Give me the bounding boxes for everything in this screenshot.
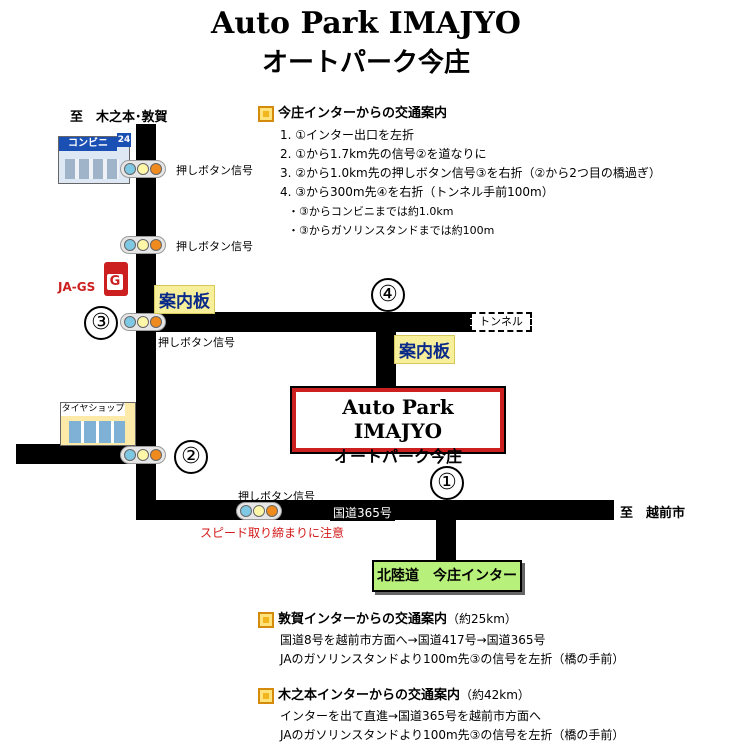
guide-tsuruga-distance: （約25km） bbox=[447, 612, 517, 626]
road-west-spur bbox=[16, 444, 146, 464]
traffic-signal-1 bbox=[120, 160, 166, 178]
bullet-icon bbox=[258, 105, 274, 122]
page-subtitle: オートパーク今庄 bbox=[261, 48, 470, 78]
traffic-signal-3 bbox=[120, 313, 166, 331]
tire-shop-icon: タイヤショップ bbox=[60, 402, 136, 446]
tunnel-label: トンネル bbox=[470, 312, 532, 332]
push-button-signal-label-2: 押しボタン信号 bbox=[176, 240, 253, 253]
road-tunnel-branch bbox=[146, 312, 476, 332]
destination-name-en: Auto Park IMAJYO bbox=[342, 395, 454, 443]
guide-imajyo-note-2: ・③からガソリンスタンドまでは約100m bbox=[288, 223, 495, 237]
road-to-interchange bbox=[436, 510, 456, 562]
traffic-signal-5 bbox=[236, 502, 282, 520]
ja-gs-label: JA-GS bbox=[58, 280, 96, 294]
destination-box: Auto Park IMAJYO オートパーク今庄 bbox=[292, 388, 504, 466]
route-365-label: 国道365号 bbox=[330, 504, 395, 521]
guide-kinomoto: 木之本インターからの交通案内（約42km） インターを出て直進→国道365号を越… bbox=[258, 684, 624, 745]
marker-1: ① bbox=[430, 466, 464, 500]
guide-sign-1: 案内板 bbox=[154, 285, 215, 314]
conbini-sign: コンビニ bbox=[59, 137, 117, 151]
guide-imajyo-heading-row: 今庄インターからの交通案内 bbox=[258, 102, 661, 122]
marker-4: ④ bbox=[371, 278, 405, 312]
page-title: Auto Park IMAJYO bbox=[211, 6, 521, 41]
guide-kinomoto-line-1: インターを出て直進→国道365号を越前市方面へ bbox=[280, 708, 541, 723]
guide-kinomoto-line-2: JAのガソリンスタンドより100m先③の信号を左折（橋の手前） bbox=[280, 727, 625, 742]
guide-sign-2: 案内板 bbox=[394, 335, 455, 364]
guide-kinomoto-heading: 木之本インターからの交通案内 bbox=[278, 688, 461, 703]
traffic-signal-2 bbox=[120, 236, 166, 254]
conbini-windows bbox=[65, 159, 119, 179]
guide-imajyo-step-1: 1. ①インター出口を左折 bbox=[280, 127, 415, 142]
guide-tsuruga: 敦賀インターからの交通案内（約25km） 国道8号を越前市方面へ→国道417号→… bbox=[258, 608, 624, 669]
gas-station-letter: G bbox=[107, 274, 123, 290]
road-to-destination bbox=[376, 322, 396, 392]
push-button-signal-label-3: 押しボタン信号 bbox=[158, 336, 235, 349]
guide-imajyo: 今庄インターからの交通案内 1. ①インター出口を左折 2. ①から1.7km先… bbox=[258, 102, 661, 240]
direction-east-label: 至 越前市 bbox=[620, 506, 686, 521]
bullet-icon bbox=[258, 611, 274, 628]
guide-tsuruga-heading: 敦賀インターからの交通案内 bbox=[278, 612, 448, 627]
guide-imajyo-step-4: 4. ③から300m先④を右折（トンネル手前100m） bbox=[280, 184, 554, 199]
destination-name-ja: オートパーク今庄 bbox=[333, 447, 462, 466]
traffic-signal-4 bbox=[120, 446, 166, 464]
tire-shop-sign: タイヤショップ bbox=[61, 403, 125, 416]
guide-imajyo-step-2: 2. ①から1.7km先の信号②を道なりに bbox=[280, 146, 487, 161]
guide-tsuruga-heading-row: 敦賀インターからの交通案内（約25km） bbox=[258, 608, 624, 628]
tire-shop-windows bbox=[69, 421, 125, 443]
guide-imajyo-note-1: ・③からコンビニまでは約1.0km bbox=[288, 204, 454, 218]
guide-imajyo-step-3: 3. ②から1.0km先の押しボタン信号③を右折（②から2つ目の橋過ぎ） bbox=[280, 165, 661, 180]
guide-kinomoto-heading-row: 木之本インターからの交通案内（約42km） bbox=[258, 684, 624, 704]
speed-warning: スピード取り締まりに注意 bbox=[200, 526, 345, 540]
guide-tsuruga-line-1: 国道8号を越前市方面へ→国道417号→国道365号 bbox=[280, 632, 546, 647]
convenience-store-icon: コンビニ 24 bbox=[58, 133, 131, 184]
interchange-sign: 北陸道 今庄インター bbox=[372, 560, 522, 592]
marker-2: ② bbox=[174, 440, 208, 474]
guide-kinomoto-distance: （約42km） bbox=[460, 688, 530, 702]
direction-north-label: 至 木之本･敦賀 bbox=[70, 110, 168, 125]
guide-tsuruga-line-2: JAのガソリンスタンドより100m先③の信号を左折（橋の手前） bbox=[280, 651, 625, 666]
bullet-icon bbox=[258, 687, 274, 704]
guide-imajyo-heading: 今庄インターからの交通案内 bbox=[278, 106, 448, 121]
gas-station-icon: G bbox=[104, 262, 128, 296]
push-button-signal-label-5: 押しボタン信号 bbox=[238, 490, 315, 503]
conbini-24-badge: 24 bbox=[117, 133, 131, 147]
marker-3: ③ bbox=[84, 306, 118, 340]
push-button-signal-label-1: 押しボタン信号 bbox=[176, 164, 253, 177]
